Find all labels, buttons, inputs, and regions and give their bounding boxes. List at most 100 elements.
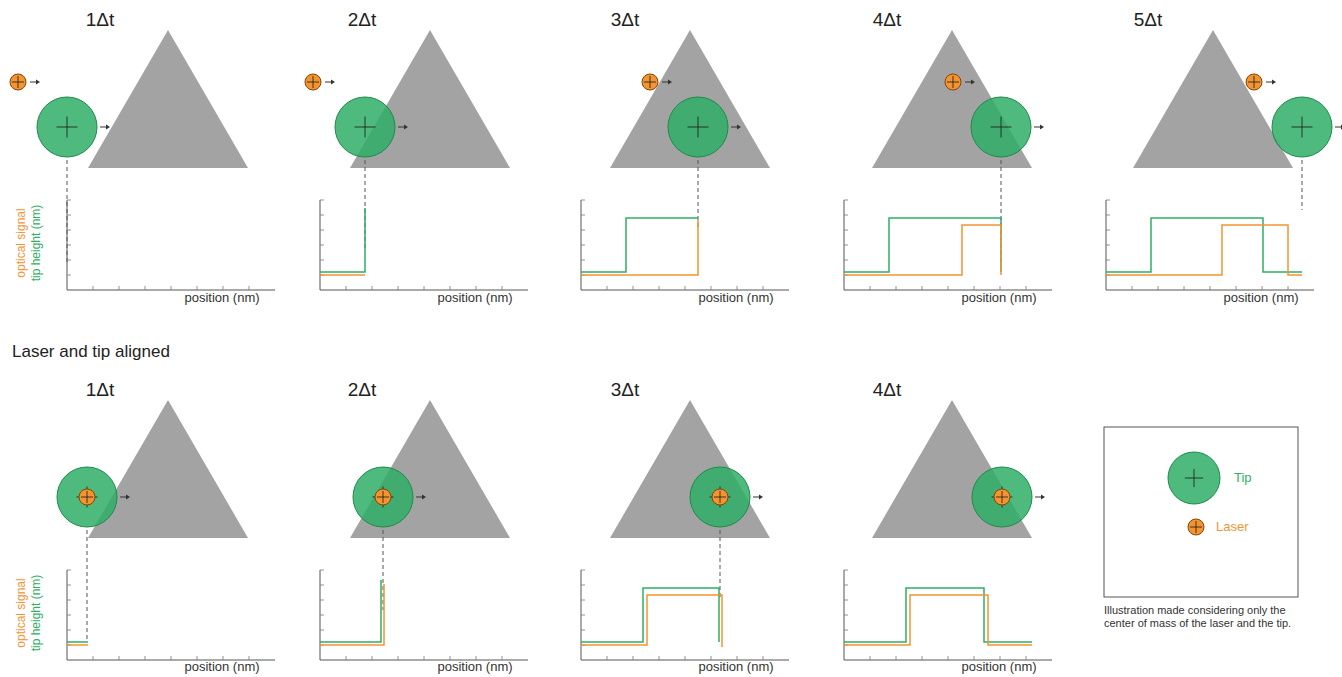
axis-tick xyxy=(67,570,71,571)
tip-crosshair xyxy=(365,117,366,138)
motion-arrowhead xyxy=(106,125,110,130)
axis-tick xyxy=(320,600,324,601)
time-step: 3Δt xyxy=(611,379,640,401)
time-step: 4Δt xyxy=(873,379,902,401)
axis-tick xyxy=(119,286,120,290)
axis-tick xyxy=(685,656,686,660)
tip-crosshair xyxy=(1194,469,1195,487)
optical-signal-trace xyxy=(844,225,1001,275)
axis-tick xyxy=(346,656,347,660)
axis-tick xyxy=(372,656,373,660)
axis-tick xyxy=(922,286,923,290)
axis-tick xyxy=(1262,286,1263,290)
motion-arrowhead xyxy=(404,125,408,130)
sample-triangle xyxy=(610,400,770,538)
tip-circle xyxy=(972,467,1032,527)
chart-axes xyxy=(320,570,528,660)
axis-tick xyxy=(581,230,585,231)
laser-cross xyxy=(1196,521,1197,533)
laser-cross xyxy=(953,76,954,88)
sample-triangle xyxy=(872,30,1032,168)
chart-axes xyxy=(67,200,275,290)
chart-axes xyxy=(581,200,789,290)
axis-tick xyxy=(1106,200,1110,201)
axis-label: tip height (nm) xyxy=(30,205,44,282)
tip-height-trace xyxy=(320,208,365,272)
axis-tick xyxy=(685,286,686,290)
axis-tick xyxy=(67,245,71,246)
axis-tick xyxy=(581,215,585,216)
axis-label: optical signal xyxy=(15,578,29,647)
laser-cross xyxy=(87,491,88,503)
guide-line xyxy=(87,530,88,640)
laser-cross xyxy=(18,76,19,88)
position-label: position (nm) xyxy=(184,660,259,675)
chart-axes xyxy=(844,570,1052,660)
laser-cross xyxy=(1254,76,1255,88)
time-step: 2Δt xyxy=(348,379,377,401)
laser-cross xyxy=(650,76,651,88)
axis-tick xyxy=(974,286,975,290)
axis-tick xyxy=(737,286,738,290)
axis-tick xyxy=(320,585,324,586)
axis-tick xyxy=(67,230,71,231)
optical-signal-trace xyxy=(1106,225,1302,275)
time-step: 4Δt xyxy=(873,9,902,31)
axis-tick xyxy=(398,656,399,660)
time-step: 2Δt xyxy=(348,9,377,31)
tip-circle xyxy=(690,467,750,527)
motion-arrowhead xyxy=(422,495,426,500)
axis-tick xyxy=(93,286,94,290)
tip-circle xyxy=(1168,452,1220,504)
tip-crosshair xyxy=(1302,117,1303,138)
axis-tick xyxy=(659,286,660,290)
axis-tick xyxy=(581,570,585,571)
axis-tick xyxy=(633,656,634,660)
axis-tick xyxy=(896,656,897,660)
axis-tick xyxy=(607,656,608,660)
chart-axes xyxy=(844,200,1052,290)
tip-circle xyxy=(668,97,728,157)
laser-cross xyxy=(1002,491,1003,503)
position-label: position (nm) xyxy=(698,291,773,306)
optical-signal-trace xyxy=(67,644,88,646)
chart-axes xyxy=(320,200,528,290)
optical-signal-trace xyxy=(581,595,722,647)
motion-arrowhead xyxy=(1341,125,1342,130)
axis-tick xyxy=(844,215,848,216)
tip-height-trace xyxy=(67,641,88,643)
axis-tick xyxy=(844,200,848,201)
laser-dot xyxy=(1246,74,1262,90)
motion-arrowhead xyxy=(126,495,130,500)
axis-tick xyxy=(1106,260,1110,261)
axis-tick xyxy=(581,630,585,631)
sample-triangle xyxy=(350,400,510,538)
tip-height-trace xyxy=(581,218,698,272)
time-step: 1Δt xyxy=(86,379,115,401)
axis-tick xyxy=(171,656,172,660)
axis-tick xyxy=(1106,245,1110,246)
guide-line xyxy=(698,160,699,230)
axis-tick xyxy=(896,286,897,290)
note: Illustration made considering only the c… xyxy=(1104,604,1300,629)
tip-circle xyxy=(37,97,97,157)
motion-arrowhead xyxy=(1041,495,1045,500)
tip-circle xyxy=(335,97,395,157)
axis-tick xyxy=(844,260,848,261)
motion-arrowhead xyxy=(971,80,975,85)
axis-tick xyxy=(844,600,848,601)
guide-line xyxy=(1302,160,1303,210)
axis-tick xyxy=(171,286,172,290)
legend-text: Laser xyxy=(1216,520,1249,535)
axis-tick xyxy=(67,630,71,631)
tip-circle xyxy=(1272,97,1332,157)
time-step: 5Δt xyxy=(1134,9,1163,31)
position-label: position (nm) xyxy=(437,291,512,306)
motion-arrowhead xyxy=(1272,80,1276,85)
axis-tick xyxy=(844,570,848,571)
axis-tick xyxy=(424,656,425,660)
axis-tick xyxy=(711,286,712,290)
tip-height-trace xyxy=(1106,218,1302,272)
